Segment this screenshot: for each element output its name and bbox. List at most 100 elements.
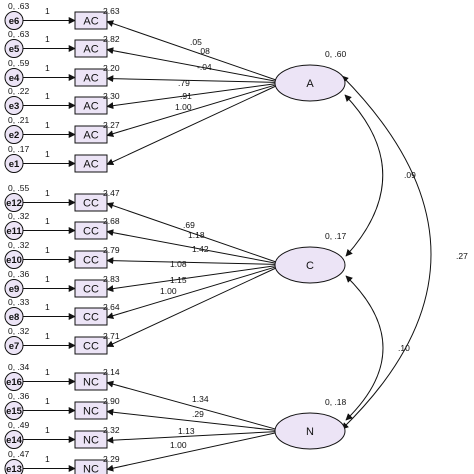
error-node-e1 [4, 154, 24, 173]
intercept-label: 2.14 [103, 367, 120, 377]
error-path-weight: 1 [45, 120, 50, 130]
indicator-box [74, 250, 108, 269]
error-label: e16 [6, 377, 22, 388]
covariance-label: .10 [398, 343, 410, 353]
indicator-label: NC [83, 377, 99, 389]
intercept-label: 2.83 [103, 274, 120, 284]
indicator-box [74, 401, 108, 420]
error-path-weight: 1 [45, 63, 50, 73]
intercept-label: 2.63 [103, 6, 120, 16]
error-stats-label: 0, .22 [8, 86, 30, 96]
indicator-box [74, 307, 108, 326]
error-path-weight: 1 [45, 34, 50, 44]
indicator-label: CC [83, 198, 99, 210]
error-stats-label: 0, .17 [8, 144, 30, 154]
loading-label: .05 [190, 37, 202, 47]
loading-label: .08 [198, 46, 210, 56]
intercept-label: 2.90 [103, 396, 120, 406]
error-node-e8 [4, 307, 24, 326]
error-node-e9 [4, 279, 24, 298]
error-node-e3 [4, 96, 24, 115]
error-path-weight: 1 [45, 274, 50, 284]
loading-path-e11 [106, 229, 277, 264]
indicator-label: CC [83, 341, 99, 353]
covariance-A-N [341, 75, 432, 430]
indicator-box [74, 39, 108, 58]
indicator-box [74, 11, 108, 30]
indicator-box [74, 430, 108, 449]
indicator-box [74, 154, 108, 173]
intercept-label: 2.32 [103, 425, 120, 435]
error-stats-label: 0, .59 [8, 58, 30, 68]
indicator-label: CC [83, 284, 99, 296]
error-node-e6 [4, 11, 24, 30]
indicator-label: AC [83, 159, 98, 171]
latent-node-N [274, 412, 346, 450]
error-node-e4 [4, 68, 24, 87]
loading-path-e13 [106, 432, 277, 472]
indicator-box [74, 372, 108, 391]
loading-path-e9 [106, 265, 277, 293]
error-node-e10 [4, 250, 24, 269]
loading-path-e7 [106, 267, 277, 348]
error-stats-label: 0, .63 [8, 1, 30, 11]
loading-path-e5 [106, 47, 277, 82]
error-node-e15 [4, 401, 24, 420]
indicator-box [74, 279, 108, 298]
loading-label: .29 [192, 409, 204, 419]
indicator-label: AC [83, 16, 98, 28]
intercept-label: 2.79 [103, 245, 120, 255]
loading-path-e3 [106, 83, 277, 110]
error-stats-label: 0, .32 [8, 240, 30, 250]
error-node-e2 [4, 125, 24, 144]
loading-label: .91 [180, 91, 192, 101]
loading-label: -.04 [197, 62, 212, 72]
error-stats-label: 0, .36 [8, 391, 30, 401]
covariance-label: .09 [404, 170, 416, 180]
error-path-weight: 1 [45, 6, 50, 16]
latent-label: C [306, 260, 314, 272]
loading-path-e10 [106, 257, 277, 265]
error-label: e14 [6, 435, 23, 446]
error-path-weight: 1 [45, 302, 50, 312]
intercept-label: 2.20 [103, 63, 120, 73]
error-path-weight: 1 [45, 331, 50, 341]
loading-label: 1.08 [170, 259, 187, 269]
error-stats-label: 0, .32 [8, 211, 30, 221]
error-label: e2 [9, 130, 20, 141]
covariance-C-N [345, 275, 384, 421]
loading-path-e15 [106, 408, 277, 431]
error-path-weight: 1 [45, 91, 50, 101]
error-label: e8 [9, 312, 20, 323]
error-node-e5 [4, 39, 24, 58]
error-label: e9 [9, 284, 20, 295]
error-label: e5 [9, 44, 20, 55]
error-path-weight: 1 [45, 367, 50, 377]
indicator-label: AC [83, 101, 98, 113]
indicator-label: AC [83, 73, 98, 85]
latent-node-C [274, 246, 346, 284]
error-label: e7 [9, 341, 20, 352]
latent-label: A [306, 78, 314, 90]
loading-label: 1.18 [188, 230, 205, 240]
error-stats-label: 0, .32 [8, 326, 30, 336]
intercept-label: 2.30 [103, 91, 120, 101]
error-node-e12 [4, 193, 24, 212]
indicator-box [74, 68, 108, 87]
error-node-e16 [4, 372, 24, 391]
error-stats-label: 0, .47 [8, 449, 30, 459]
error-label: e11 [6, 226, 22, 237]
error-node-e7 [4, 336, 24, 355]
error-node-e13 [4, 459, 24, 474]
loading-path-e12 [106, 202, 277, 263]
error-label: e13 [6, 464, 22, 474]
indicator-box [74, 221, 108, 240]
indicator-label: NC [83, 464, 99, 474]
intercept-label: 2.29 [103, 454, 120, 464]
indicator-label: NC [83, 435, 99, 447]
error-node-e11 [4, 221, 24, 240]
error-path-weight: 1 [45, 149, 50, 159]
indicator-label: CC [83, 226, 99, 238]
error-path-weight: 1 [45, 425, 50, 435]
